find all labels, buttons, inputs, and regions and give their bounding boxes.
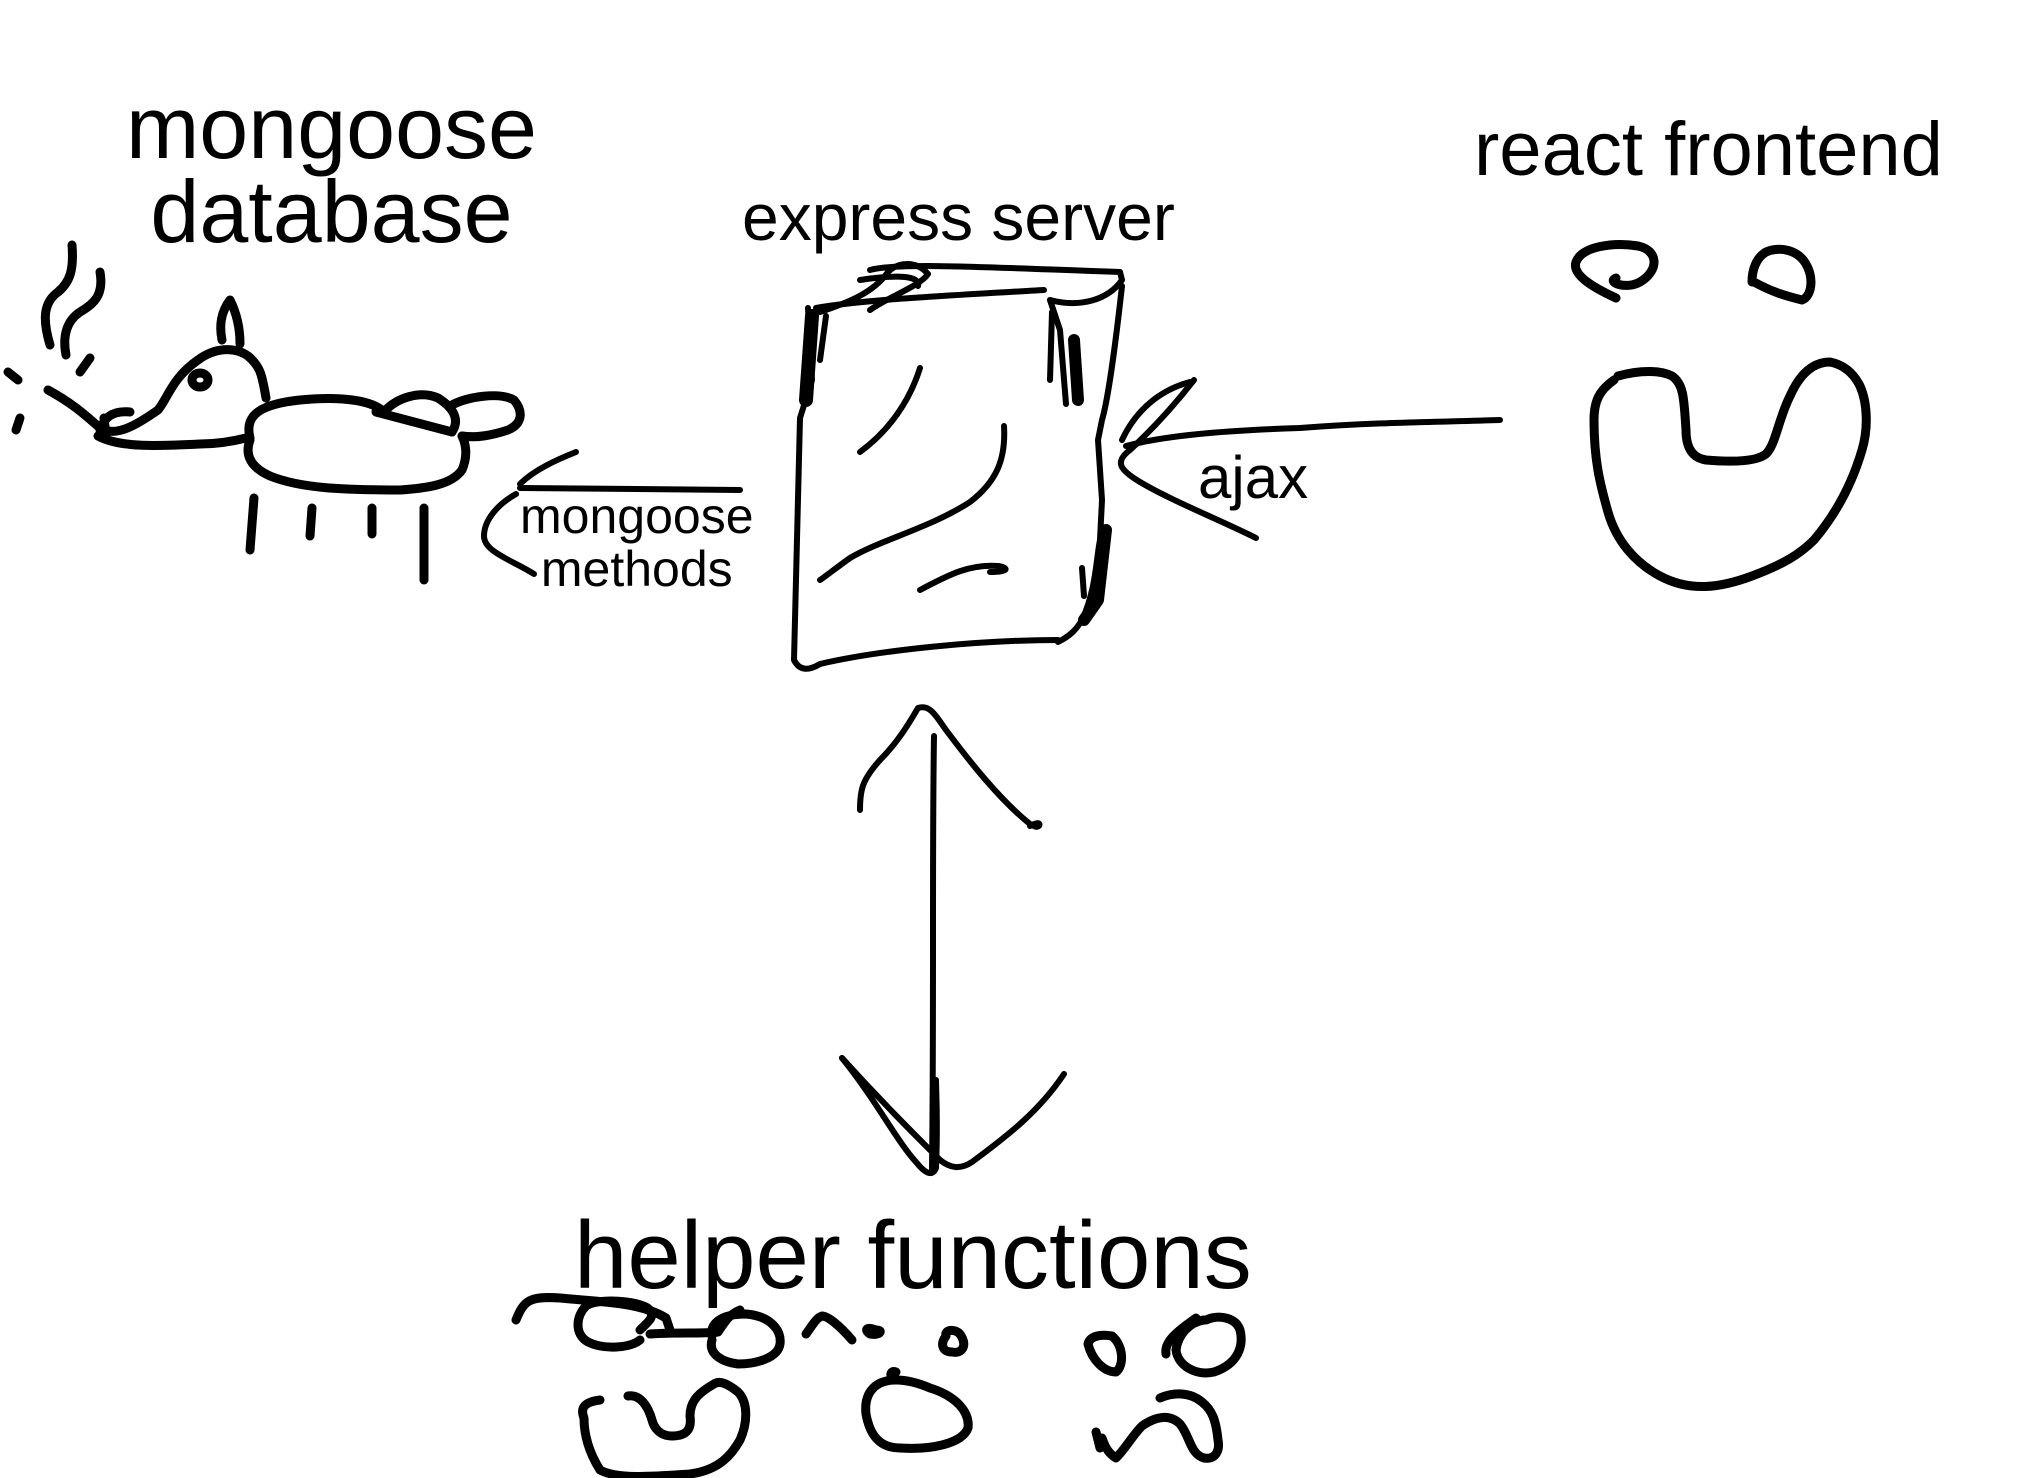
database-label: mongoose database bbox=[126, 78, 537, 261]
server-label: express server bbox=[742, 180, 1175, 254]
frontend-label: react frontend bbox=[1474, 107, 1943, 192]
ajax-arrow bbox=[1117, 377, 1503, 541]
mongoose-methods-edge-label: mongoose methods bbox=[520, 490, 754, 595]
mongoose-methods-line2: methods bbox=[540, 540, 733, 597]
box-icon bbox=[791, 261, 1125, 672]
mongoose-methods-line1: mongoose bbox=[520, 488, 754, 544]
faces-icon bbox=[511, 1293, 1246, 1478]
database-label-line1: mongoose bbox=[126, 78, 537, 177]
helpers-label: helper functions bbox=[574, 1202, 1252, 1309]
helper-functions-arrow bbox=[839, 704, 1067, 1177]
database-label-line2: database bbox=[150, 161, 513, 261]
ajax-edge-label: ajax bbox=[1198, 444, 1309, 511]
dog-icon bbox=[3, 240, 525, 585]
mongoose-methods-arrow bbox=[481, 449, 743, 577]
smiley-face-icon bbox=[1571, 240, 1871, 591]
